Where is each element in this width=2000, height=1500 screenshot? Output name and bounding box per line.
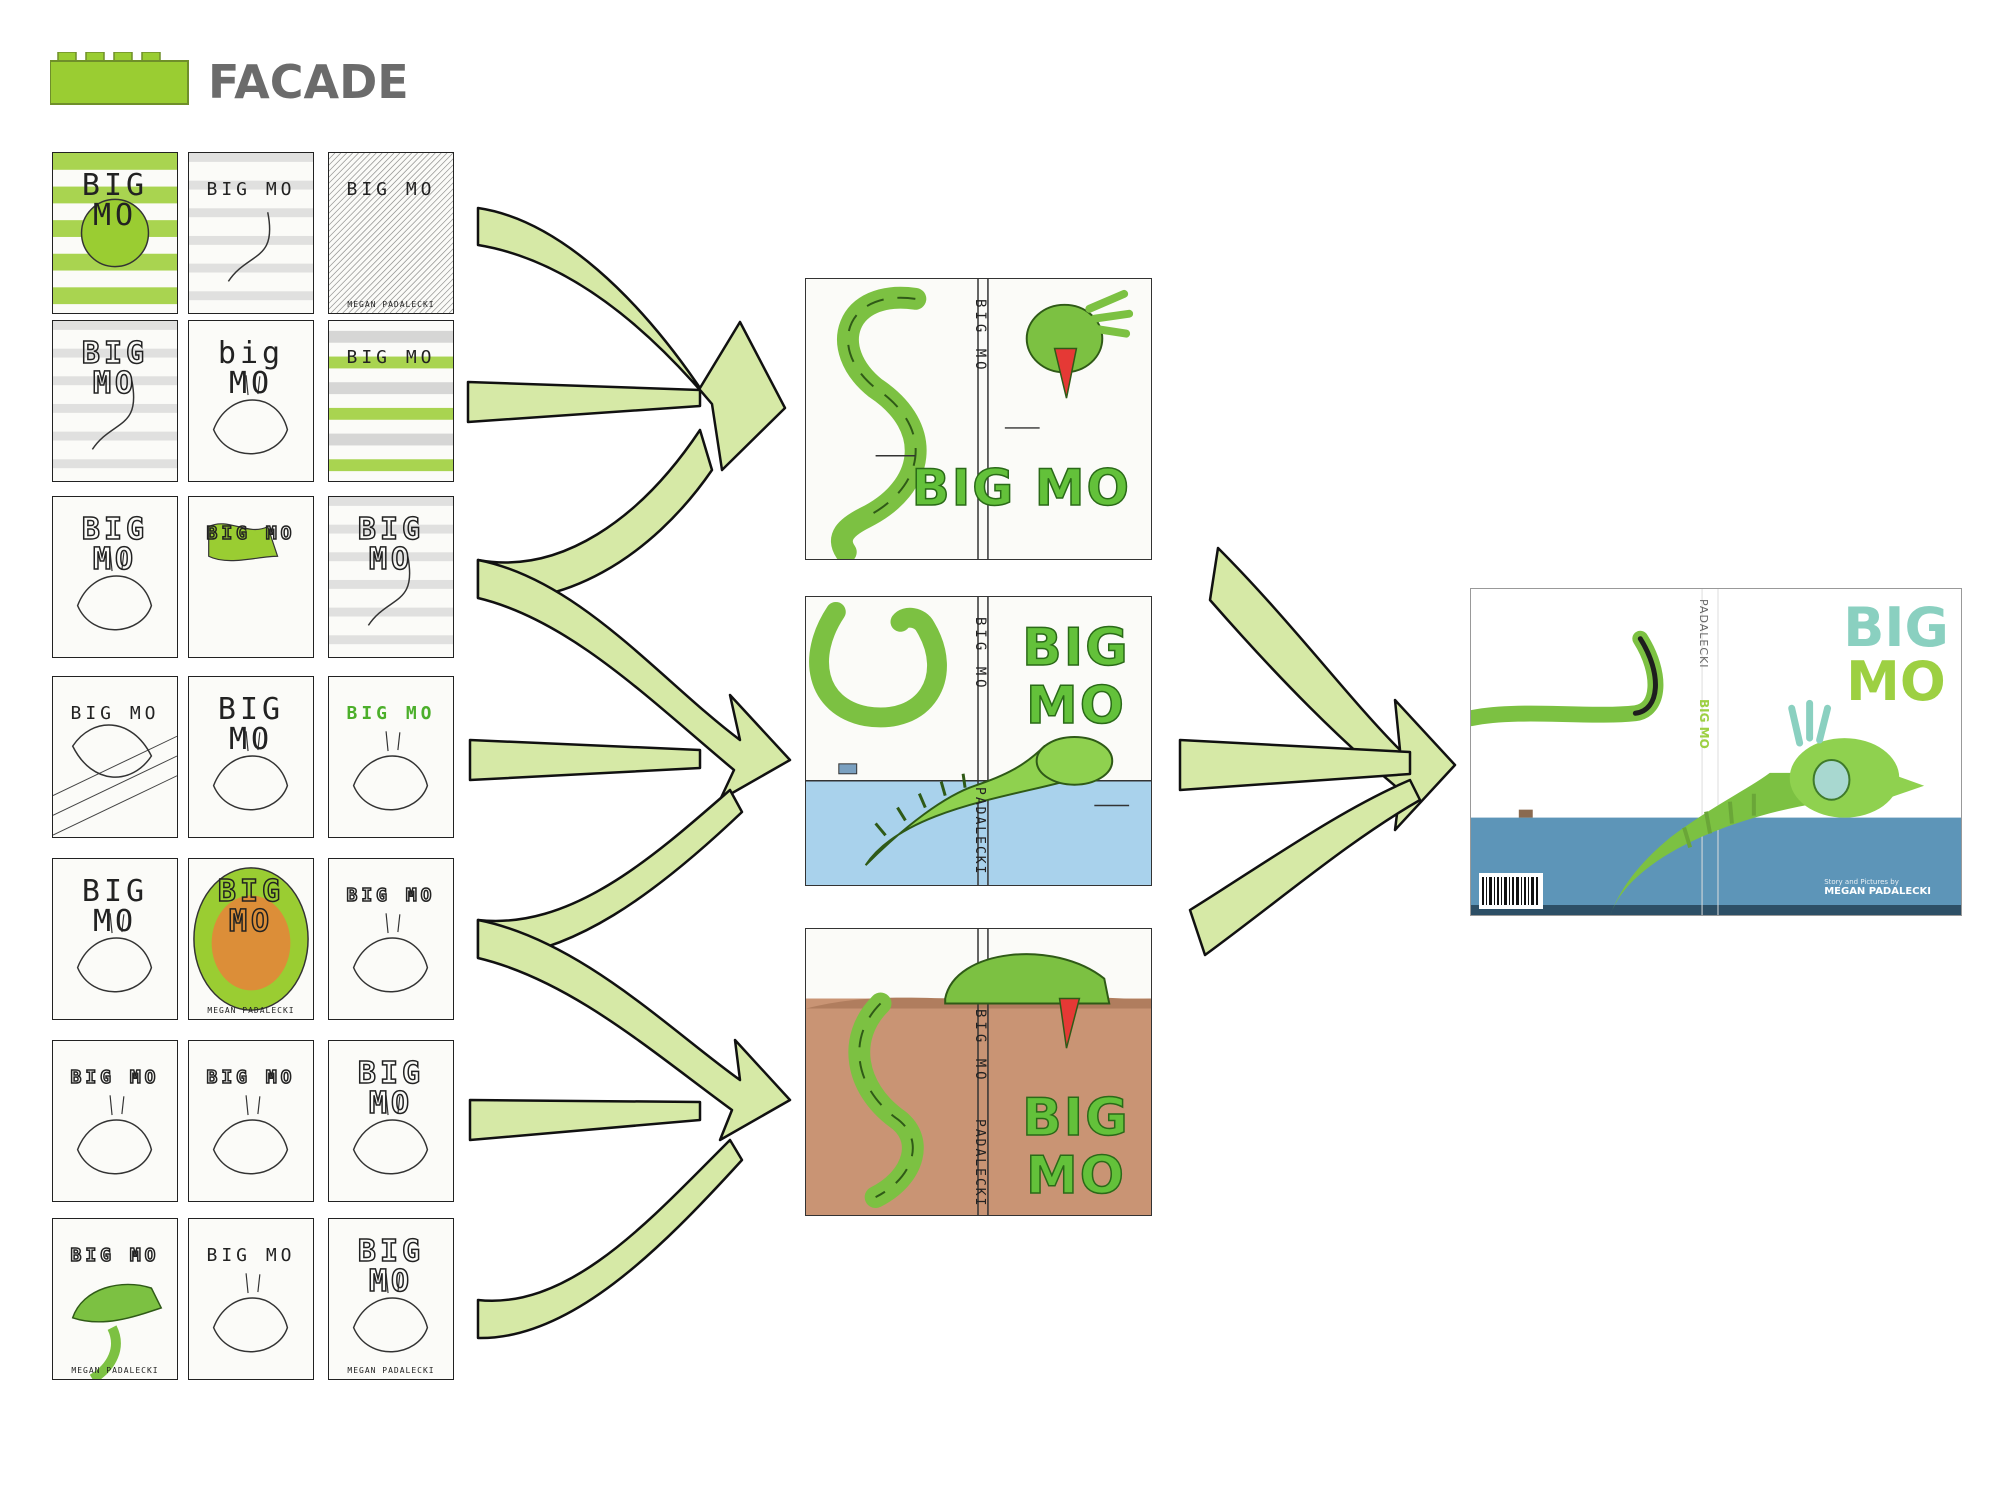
- sketch-thumbnail: BIG MO: [52, 1040, 178, 1202]
- sketch-caption: BIG MO: [206, 1067, 296, 1088]
- lego-brick-icon: [50, 52, 189, 105]
- sketch-caption: BIG MO: [346, 703, 436, 724]
- sketch-caption: BIG MO: [357, 512, 425, 577]
- spine-author: PADALECKI: [1697, 599, 1710, 669]
- mid-cover-spine-author: PADALECKI: [972, 787, 987, 876]
- arrow-shape: [476, 558, 792, 802]
- sketch-thumbnail: BIG MO: [52, 496, 178, 658]
- sketch-thumbnail: BIG MO: [52, 320, 178, 482]
- arrow-shape: [466, 380, 702, 424]
- sketch-caption: BIG MO: [217, 874, 285, 939]
- sketch-caption: BIG MO: [346, 179, 436, 200]
- sketch-thumbnail: BIG MO: [328, 496, 454, 658]
- mid-cover-spine: BIG MO: [972, 1009, 988, 1084]
- sketch-thumbnail: BIG MO: [328, 858, 454, 1020]
- barcode: [1479, 873, 1543, 909]
- sketch-caption: BIG MO: [217, 692, 285, 757]
- sketch-thumbnail: big MO: [188, 320, 314, 482]
- mid-cover-title: BIG MO: [911, 458, 1131, 518]
- sketch-caption: big MO: [217, 336, 285, 401]
- sketch-thumbnail: BIG MO: [188, 152, 314, 314]
- sketch-thumbnail: BIG MO: [328, 676, 454, 838]
- page-title: FACADE: [208, 55, 409, 109]
- spine-title: BIG MO: [1697, 699, 1711, 749]
- sketch-thumbnail: BIG MO: [52, 858, 178, 1020]
- sketch-thumbnail: BIG MO: [188, 496, 314, 658]
- sketch-thumbnail: BIG MO: [188, 1040, 314, 1202]
- sketch-caption: BIG MO: [81, 336, 149, 401]
- sketch-caption: BIG MO: [357, 1056, 425, 1121]
- sketch-author-caption: MEGAN PADALECKI: [71, 1366, 159, 1375]
- arrow-shape: [1188, 778, 1422, 957]
- final-book-cover: BIG MO PADALECKI BIG MO Story and Pictur…: [1470, 588, 1962, 916]
- sketch-thumbnail: BIG MO: [188, 676, 314, 838]
- sketch-thumbnail: BIG MO: [188, 1218, 314, 1380]
- sketch-caption: BIG MO: [206, 179, 296, 200]
- sketch-thumbnail: BIG MO MEGAN PADALECKI: [188, 858, 314, 1020]
- arrow-group-right: [1178, 546, 1457, 957]
- final-cover-title: BIG MO: [1843, 596, 1949, 713]
- sketch-thumbnail: BIG MO MEGAN PADALECKI: [328, 152, 454, 314]
- arrow-shape: [1208, 546, 1457, 832]
- sketch-author-caption: MEGAN PADALECKI: [347, 300, 435, 309]
- mid-cover-title: BIG MO: [1021, 618, 1130, 736]
- arrow-shape: [1178, 738, 1412, 792]
- mid-cover-2: BIG MO BIG MO PADALECKI: [805, 596, 1152, 886]
- arrow-shape: [476, 206, 787, 472]
- sketch-thumbnail: BIG MO MEGAN PADALECKI: [328, 1218, 454, 1380]
- byline: Story and Pictures by MEGAN PADALECKI: [1824, 878, 1931, 897]
- mid-cover-title: BIG MO: [1021, 1088, 1130, 1206]
- sketch-caption: BIG MO: [206, 523, 296, 544]
- mid-cover-1: BIG MO BIG MO: [805, 278, 1152, 560]
- sketch-caption: BIG MO: [81, 168, 149, 233]
- sketch-thumbnail: BIG MO MEGAN PADALECKI: [52, 1218, 178, 1380]
- sketch-thumbnail: BIG MO: [52, 152, 178, 314]
- sketch-author-caption: MEGAN PADALECKI: [347, 1366, 435, 1375]
- sketch-caption: BIG MO: [346, 885, 436, 906]
- sketch-author-caption: MEGAN PADALECKI: [207, 1006, 295, 1015]
- mid-cover-spine: BIG MO: [972, 617, 988, 692]
- mid-cover-spine: BIG MO: [972, 299, 988, 374]
- arrow-shape: [476, 788, 744, 960]
- sketch-caption: BIG MO: [346, 347, 436, 368]
- sketch-caption: BIG MO: [81, 512, 149, 577]
- sketch-caption: BIG MO: [357, 1234, 425, 1299]
- sketch-thumbnail: BIG MO: [328, 1040, 454, 1202]
- sketch-caption: BIG MO: [81, 874, 149, 939]
- sketch-thumbnail: BIG MO: [52, 676, 178, 838]
- arrow-shape: [468, 1098, 702, 1142]
- arrow-shape: [468, 738, 702, 782]
- arrow-shape: [476, 1138, 744, 1340]
- sketch-caption: BIG MO: [70, 1067, 160, 1088]
- sketch-caption: BIG MO: [70, 1245, 160, 1266]
- sketch-caption: BIG MO: [70, 703, 160, 724]
- arrow-group-left: [466, 206, 792, 1340]
- arrow-shape: [476, 918, 792, 1142]
- mid-cover-3: BIG MO BIG MO PADALECKI: [805, 928, 1152, 1216]
- sketch-caption: BIG MO: [206, 1245, 296, 1266]
- sketch-thumbnail: BIG MO: [328, 320, 454, 482]
- mid-cover-spine-author: PADALECKI: [972, 1119, 987, 1208]
